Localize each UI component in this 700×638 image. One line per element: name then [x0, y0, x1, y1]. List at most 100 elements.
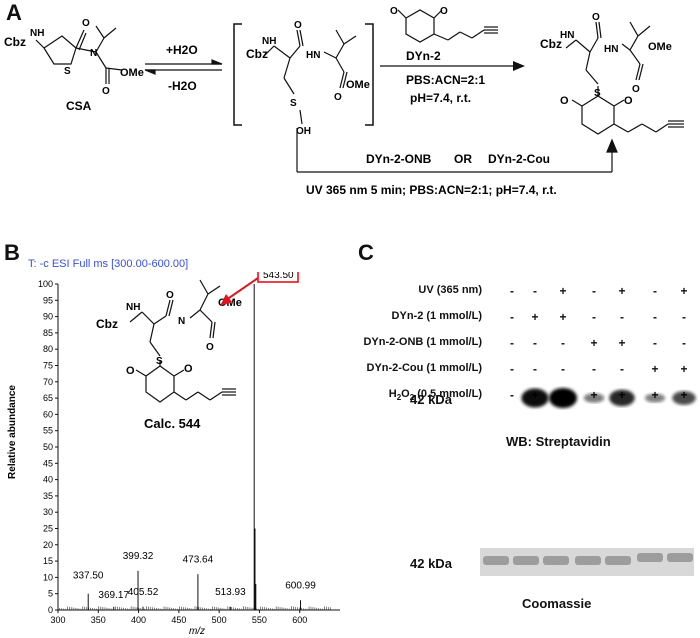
wb-row-label: DYn-2-ONB (1 mmol/L): [363, 336, 482, 348]
int-nh: NH: [262, 36, 276, 47]
int-cbz: Cbz: [246, 47, 268, 61]
prod-s: S: [594, 88, 601, 99]
ms-y-tick-label: 10: [43, 572, 53, 582]
coomassie-band: [605, 556, 631, 565]
dyn2-o2: O: [440, 6, 448, 17]
coomassie-band: [543, 556, 569, 565]
wb-condition-symbol: +: [559, 310, 567, 324]
bottom-reagent-2: DYn-2-Cou: [488, 152, 550, 166]
wb-condition-symbol: +: [651, 362, 659, 376]
wb-condition-symbol: +: [680, 284, 688, 298]
conditions-2: pH=7.4, r.t.: [410, 91, 471, 105]
panel-b-letter: B: [4, 240, 20, 265]
ms-x-tick-label: 600: [292, 615, 307, 625]
photo-path-arrow: [296, 128, 618, 173]
reaction-scheme: Cbz NH O N S O OMe CSA +H2O -H2O Cbz NH …: [4, 6, 684, 197]
wb-condition-symbol: +: [680, 362, 688, 376]
wb-condition-symbol: -: [592, 284, 596, 298]
ms-y-tick-label: 15: [43, 556, 53, 566]
conditions-1: PBS:ACN=2:1: [406, 73, 485, 87]
highlight-arrow: [220, 294, 232, 306]
ms-y-tick-label: 25: [43, 524, 53, 534]
coomassie-strip: [480, 548, 694, 576]
ms-peak-label: 337.50: [73, 571, 104, 582]
wb-row-label: DYn-2-Cou (1 mmol/L): [366, 362, 483, 374]
bottom-reagent-1: DYn-2-ONB: [366, 152, 432, 166]
ms-y-tick-label: 35: [43, 491, 53, 501]
int-ome: OMe: [346, 79, 370, 91]
wb-condition-symbol: -: [510, 310, 514, 324]
prod-o: O: [592, 12, 600, 23]
ms-y-tick-label: 85: [43, 328, 53, 338]
csa-n: N: [90, 48, 97, 59]
csa-s: S: [64, 66, 71, 77]
wb-row-label: UV (365 nm): [418, 284, 482, 296]
wb-condition-symbol: -: [510, 284, 514, 298]
wb-condition-symbol: -: [592, 310, 596, 324]
wb-condition-symbol: -: [533, 362, 537, 376]
mass-spectrum: 0510152025303540455055606570758085909510…: [7, 272, 340, 637]
int-oh: OH: [296, 126, 311, 137]
prod-hn: HN: [560, 30, 574, 41]
highlight-peak-label: 543.50: [263, 272, 294, 281]
ms-peak-label: 473.64: [183, 554, 214, 565]
ms-peak-label: 600.99: [285, 580, 316, 591]
int-o2: O: [334, 92, 342, 103]
ms-y-tick-label: 70: [43, 377, 53, 387]
ms-y-tick-label: 0: [48, 605, 53, 615]
csa-o: O: [82, 18, 90, 29]
wb-condition-symbol: -: [682, 336, 686, 350]
wb-condition-symbol: -: [510, 388, 514, 402]
wb-band: [549, 388, 577, 408]
wb-condition-symbol: +: [559, 284, 567, 298]
ms-s: S: [156, 356, 163, 367]
coomassie-band: [575, 556, 601, 565]
bottom-conditions: UV 365 nm 5 min; PBS:ACN=2:1; pH=7.4, r.…: [306, 183, 557, 197]
ms-peak-label: 369.17: [98, 590, 129, 601]
wb-band: [521, 388, 549, 408]
ms-x-tick-label: 550: [252, 615, 267, 625]
ms-y-tick-label: 75: [43, 361, 53, 371]
wb-condition-symbol: +: [618, 284, 626, 298]
ms-y-tick-label: 100: [38, 279, 53, 289]
csa-ome: OMe: [120, 67, 144, 79]
wb-condition-symbol: -: [620, 310, 624, 324]
ms-y-tick-label: 60: [43, 409, 53, 419]
csa-cbz: Cbz: [4, 35, 26, 49]
prod-n: HN: [604, 44, 618, 55]
int-s: S: [290, 98, 297, 109]
ms-y-tick-label: 55: [43, 426, 53, 436]
kda-label-1: 42 kDa: [410, 392, 452, 407]
coomassie-band: [513, 556, 539, 565]
wb-condition-symbol: -: [653, 284, 657, 298]
int-hn: HN: [306, 50, 320, 61]
panel-c-letter: C: [358, 240, 374, 265]
dyn2-structure: [397, 9, 498, 43]
wb-row-label: DYn-2 (1 mmol/L): [391, 310, 482, 322]
ms-header: T: -c ESI Full ms [300.00-600.00]: [28, 258, 189, 270]
ms-x-tick-label: 500: [212, 615, 227, 625]
coomassie-band: [483, 556, 509, 565]
ms-cbz: Cbz: [96, 317, 118, 331]
coomassie-label: Coomassie: [522, 596, 592, 611]
prod-o4: O: [624, 95, 633, 107]
western-blot-strip: [521, 388, 696, 408]
minus-water: -H2O: [168, 79, 197, 93]
ms-y-tick-label: 90: [43, 312, 53, 322]
csa-nh: NH: [30, 28, 44, 39]
ms-o4: O: [206, 342, 214, 353]
ms-y-tick-label: 40: [43, 475, 53, 485]
csa-label: CSA: [66, 99, 92, 113]
dyn2-o1: O: [390, 6, 398, 17]
prod-o3: O: [560, 95, 569, 107]
prod-ome: OMe: [648, 41, 672, 53]
wb-row-label: H2O2 (0.5 mmol/L): [388, 388, 482, 403]
wb-streptavidin-label: WB: Streptavidin: [506, 434, 611, 449]
ms-y-tick-label: 95: [43, 295, 53, 305]
ms-y-tick-label: 45: [43, 458, 53, 468]
ms-x-tick-label: 400: [131, 615, 146, 625]
wb-condition-symbol: +: [590, 336, 598, 350]
ms-inset-structure: [129, 279, 236, 403]
coomassie-band: [667, 553, 693, 562]
wb-condition-symbol: -: [653, 336, 657, 350]
